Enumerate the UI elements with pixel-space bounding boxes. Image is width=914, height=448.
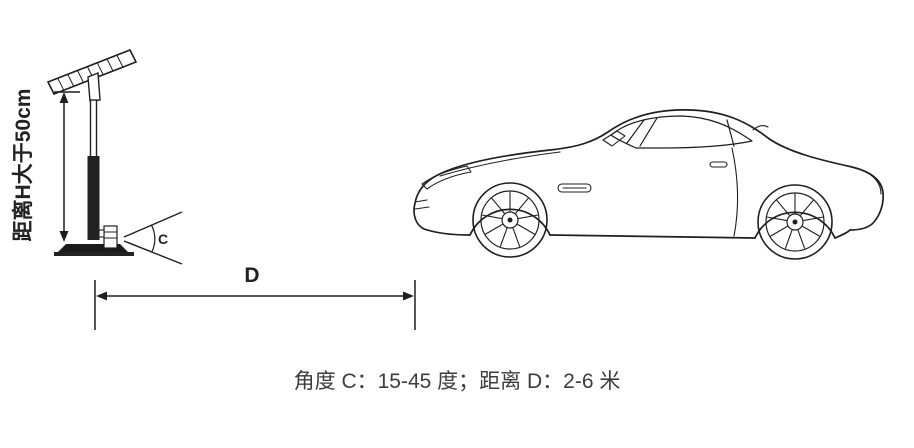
base-sensor-icon xyxy=(98,225,118,249)
distance-arrowhead-right xyxy=(403,291,414,301)
angle-indicator xyxy=(123,211,183,265)
door-seam xyxy=(731,147,739,237)
height-label: 距离H大于50cm xyxy=(11,89,35,242)
car-details xyxy=(414,124,882,237)
rear-wheel xyxy=(757,184,833,260)
roof-fin xyxy=(752,124,769,131)
distance-arrowhead-left xyxy=(96,291,107,301)
car-body-outline xyxy=(413,109,884,231)
pole xyxy=(87,99,100,240)
distance-dimension xyxy=(94,280,416,330)
height-arrowhead-bottom xyxy=(59,231,69,242)
front-wheel-spokes xyxy=(481,191,539,247)
caption-text: 角度 C：15-45 度；距离 D：2-6 米 xyxy=(294,370,621,393)
distance-label: D xyxy=(244,264,259,287)
door-handle xyxy=(709,161,728,168)
height-dimension xyxy=(54,91,80,242)
front-wheel xyxy=(472,182,548,258)
side-vent xyxy=(557,183,592,193)
height-arrowhead-top xyxy=(59,92,69,103)
car-windows xyxy=(610,115,753,149)
car-illustration xyxy=(413,109,884,260)
pole-base xyxy=(54,244,134,256)
angle-label: C xyxy=(158,231,168,247)
headlight-icon xyxy=(421,165,472,190)
side-mirror xyxy=(602,130,626,147)
rear-wheel-spokes xyxy=(766,193,824,249)
camera-panel-icon xyxy=(46,48,138,102)
measurement-device-illustration xyxy=(46,48,138,256)
tail-light xyxy=(867,172,882,195)
hood-crease xyxy=(439,151,561,177)
